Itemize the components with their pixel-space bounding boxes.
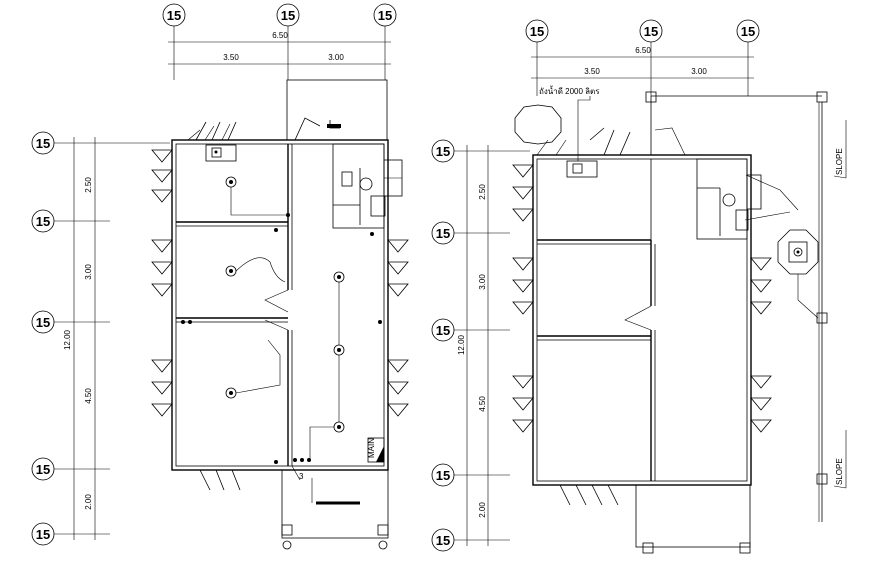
grid-bubble-label: 15 [436, 144, 450, 159]
dim-right-width: 3.00 [328, 53, 344, 62]
toilet-icon [370, 195, 386, 217]
grid-bubble-label: 15 [167, 8, 181, 23]
grid-bubble-label: 15 [530, 24, 544, 39]
left-plan: 15 15 15 6.50 3.50 3.00 15 15 15 15 [31, 3, 409, 550]
ceiling-light-icon [333, 421, 345, 433]
grid-bubble-label: 15 [36, 527, 50, 542]
left-door-swings [187, 117, 321, 491]
left-electrical: MAIN 3 [181, 120, 385, 505]
dim-left-width: 3.50 [584, 67, 600, 76]
right-exterior-walls [532, 91, 828, 554]
grid-bubble-label: 15 [436, 468, 450, 483]
dim-overall-width: 6.50 [635, 46, 651, 55]
dim-span-2: 3.00 [84, 264, 93, 280]
left-top-grid-bubbles: 15 15 15 [162, 3, 397, 27]
grid-bubble-label: 15 [281, 8, 295, 23]
grid-bubble-label: 15 [436, 323, 450, 338]
dim-span-3: 4.50 [84, 388, 93, 404]
right-vertical-dimensions: 12.00 2.50 3.00 4.50 2.00 [454, 145, 530, 546]
left-side-grid-bubbles: 15 15 15 15 15 [31, 131, 55, 546]
toilet-icon [735, 209, 749, 231]
kitchen-sink-icon [566, 160, 598, 178]
kitchen-sink-icon [205, 144, 237, 162]
right-side-grid-bubbles: 15 15 15 15 15 [431, 139, 455, 552]
grid-bubble-label: 15 [36, 462, 50, 477]
grid-bubble-label: 15 [741, 24, 755, 39]
dim-right-width: 3.00 [691, 67, 707, 76]
slope-label: SLOPE [835, 148, 844, 175]
right-top-grid-bubbles: 15 15 15 [525, 19, 760, 43]
dim-span-1: 2.50 [84, 177, 93, 193]
left-windows-west [151, 149, 173, 417]
main-panel-label: MAIN [367, 438, 376, 458]
grid-bubble-label: 15 [436, 533, 450, 548]
water-tank-icon [514, 104, 562, 145]
basin-icon [722, 193, 736, 207]
left-windows-east [383, 159, 409, 417]
basin-icon [359, 177, 373, 191]
right-top-dimensions: 6.50 3.50 3.00 ถังน้ำดี 2000 ลิตร [531, 42, 754, 96]
dim-span-4: 2.00 [84, 494, 93, 510]
ceiling-light-icon [225, 387, 237, 399]
grid-bubble-label: 15 [36, 136, 50, 151]
right-interior-walls [537, 158, 748, 481]
left-interior-walls [176, 143, 385, 466]
dim-span-3: 4.50 [478, 396, 487, 412]
ceiling-light-icon [225, 265, 237, 277]
grid-bubble-label: 15 [36, 315, 50, 330]
right-plan: 15 15 15 6.50 3.50 3.00 ถังน้ำดี 2000 ลิ… [431, 19, 847, 554]
dim-span-2: 3.00 [478, 274, 487, 290]
circuit-label: 3 [299, 472, 304, 481]
grid-bubble-label: 15 [436, 226, 450, 241]
dim-span-4: 2.00 [478, 502, 487, 518]
dim-overall-width: 6.50 [272, 31, 288, 40]
ceiling-light-icon [225, 176, 237, 188]
grid-bubble-label: 15 [36, 214, 50, 229]
dim-left-width: 3.50 [223, 53, 239, 62]
septic-tank-icon [777, 229, 819, 275]
right-windows-west [512, 164, 534, 433]
grid-bubble-label: 15 [644, 24, 658, 39]
ceiling-light-icon [333, 344, 345, 356]
left-top-dimensions: 6.50 3.50 3.00 [168, 26, 391, 80]
dim-span-1: 2.50 [478, 184, 487, 200]
slope-label: SLOPE [835, 458, 844, 485]
dim-total-height: 12.00 [63, 329, 72, 350]
left-exterior-walls [171, 79, 389, 550]
right-door-swings [536, 127, 686, 506]
dim-total-height: 12.00 [457, 334, 466, 355]
ceiling-light-icon [333, 271, 345, 283]
right-fixtures [566, 96, 819, 319]
grid-bubble-label: 15 [378, 8, 392, 23]
right-slope-annotations: SLOPE SLOPE [833, 120, 847, 489]
right-windows-east [746, 174, 772, 433]
left-fixtures [205, 144, 386, 217]
left-vertical-dimensions: 12.00 2.50 3.00 4.50 2.00 [54, 137, 170, 540]
water-tank-label: ถังน้ำดี 2000 ลิตร [539, 85, 600, 96]
